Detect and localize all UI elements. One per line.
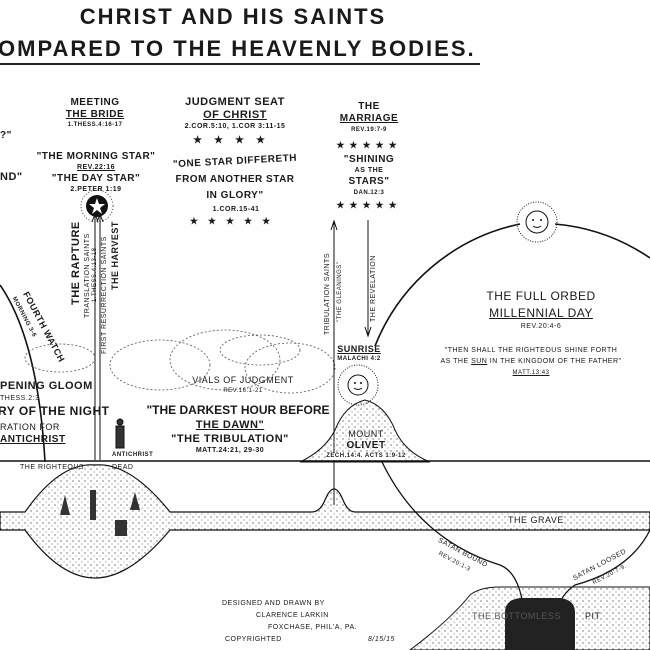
- stars-decoration: ★★★★: [193, 135, 277, 146]
- left-fragment-quote: ?": [0, 130, 12, 141]
- morning-star-title: "The Morning Star": [36, 151, 156, 162]
- quote-sun: Sun: [471, 358, 488, 365]
- millennial-quote-line2: As The Sun In The Kingdom Of The Father": [440, 358, 621, 366]
- tribulation-label: "The Tribulation": [171, 433, 289, 445]
- shining-ref: Dan.12:3: [353, 190, 385, 196]
- stars-decoration: ★★★★★: [336, 140, 402, 150]
- revelation-label: The Revelation: [370, 255, 377, 322]
- millennial-ref: Rev.20:4-6: [520, 323, 562, 330]
- judgment-seat-ref: 2.Cor.5:10, 1.Cor 3:11-15: [184, 123, 286, 130]
- marriage-ref: Rev.19:7-9: [351, 127, 387, 133]
- mount-olivet-ref: Zech.14:4. Acts 1:9-12: [326, 453, 406, 460]
- meeting-bride-ref: 1.Thess.4:16-17: [67, 122, 123, 128]
- vials-label: Vials Of Judgment: [192, 375, 294, 385]
- antichrist-figure: [115, 418, 125, 449]
- gloom-ref: Thess.2:3: [0, 395, 40, 402]
- one-star-line3: In Glory": [206, 190, 264, 201]
- preparation-label: ration For: [0, 422, 60, 432]
- quote-text: In The Kingdom Of The Father": [487, 358, 622, 365]
- night-label: ry Of The Night: [0, 404, 110, 418]
- quote-text: As The: [440, 358, 472, 365]
- millennial-arc: [374, 223, 650, 347]
- mount-olivet-line2: Olivet: [346, 440, 386, 451]
- pit-label-right: Pit: [585, 611, 601, 621]
- left-fragment-nd: nd": [0, 171, 23, 183]
- vials-ref: Rev.16:1-21: [223, 388, 263, 394]
- shining-line3: Stars": [348, 176, 390, 187]
- marriage-line2: Marriage: [339, 113, 399, 124]
- grave-band: [0, 464, 650, 579]
- tribulation-ref: Matt.24:21, 29-30: [195, 447, 265, 454]
- sunrise-sun-icon: [337, 364, 379, 406]
- judgment-seat-line2: Of Christ: [203, 109, 267, 121]
- title-line-2: ompared To The Heavenly Bodies.: [0, 36, 476, 61]
- mount-olivet: [299, 399, 431, 463]
- title-line-1: Christ And His Saints: [79, 4, 387, 29]
- millennial-quote-ref: Matt.13:43: [512, 370, 550, 376]
- stars-decoration: ★★★★★: [336, 200, 402, 210]
- antichrist-left-label: Antichrist: [0, 434, 66, 445]
- sunrise-label: Sunrise: [337, 344, 381, 354]
- credits-line1: Designed And Drawn By: [222, 600, 325, 607]
- judgment-seat-line1: Judgment Seat: [185, 96, 285, 108]
- one-star-line2: From Another Star: [175, 174, 295, 185]
- marriage-line1: The: [358, 101, 380, 112]
- shining-line1: "Shining: [343, 154, 395, 165]
- shining-line2: As The: [354, 167, 384, 174]
- morning-star-ref: Rev.22:16: [76, 164, 116, 171]
- rapture-label: The Rapture: [70, 221, 82, 305]
- revelation-arrow: [364, 326, 372, 338]
- gloom-label: pening Gloom: [0, 380, 93, 392]
- translation-saints-label: Translation Saints: [84, 233, 91, 318]
- first-resurrection-label: First Resurrection Saints: [101, 236, 108, 354]
- copyright-label: Copyrighted: [225, 636, 282, 643]
- clouds: [24, 329, 336, 394]
- mount-olivet-line1: Mount: [348, 429, 384, 439]
- fourth-watch-arc: [0, 284, 46, 463]
- righteous-label: The Righteous: [20, 464, 85, 471]
- dead-label: Dead: [112, 464, 134, 471]
- harvest-label: The Harvest: [110, 221, 120, 290]
- day-star-ref: 2.Peter 1:19: [70, 186, 122, 193]
- morning-star-icon: [80, 189, 114, 223]
- credits-line3: Foxchase, Phil'a, Pa.: [268, 624, 358, 631]
- darkest-hour-line2: The Dawn": [195, 419, 265, 431]
- pit-jar: [505, 598, 575, 650]
- darkest-hour-line1: "The Darkest Hour Before: [146, 403, 330, 417]
- meeting-bride-line2: The Bride: [65, 109, 125, 120]
- rapture-ref: 1.Thess.4:13-18: [92, 247, 98, 302]
- stars-decoration: ★★★★★: [189, 216, 281, 226]
- cemetery: [60, 490, 140, 536]
- credits-line2: Clarence Larkin: [256, 612, 329, 619]
- grave-label: The Grave: [508, 515, 564, 526]
- meeting-bride-line1: Meeting: [70, 97, 120, 108]
- copyright-date: 8/15/15: [368, 636, 395, 643]
- gleanings-label: "The Gleanings": [337, 261, 343, 322]
- tribulation-saints-label: Tribulation Saints: [324, 253, 331, 335]
- one-star-ref: 1.Cor.15-41: [212, 206, 260, 213]
- tribulation-arrow: [330, 219, 338, 231]
- millennial-quote-line1: "Then Shall The Righteous Shine Forth: [444, 347, 618, 354]
- day-star-title: "The Day Star": [51, 173, 141, 184]
- millennial-sun-icon: [516, 201, 558, 243]
- millennial-line2: Millennial Day: [489, 306, 593, 320]
- antichrist-figure-label: Antichrist: [112, 452, 154, 458]
- sunrise-ref: Malachi 4:2: [337, 356, 381, 362]
- pit-label-left: The Bottomless: [472, 611, 561, 621]
- millennial-line1: The Full Orbed: [486, 289, 596, 303]
